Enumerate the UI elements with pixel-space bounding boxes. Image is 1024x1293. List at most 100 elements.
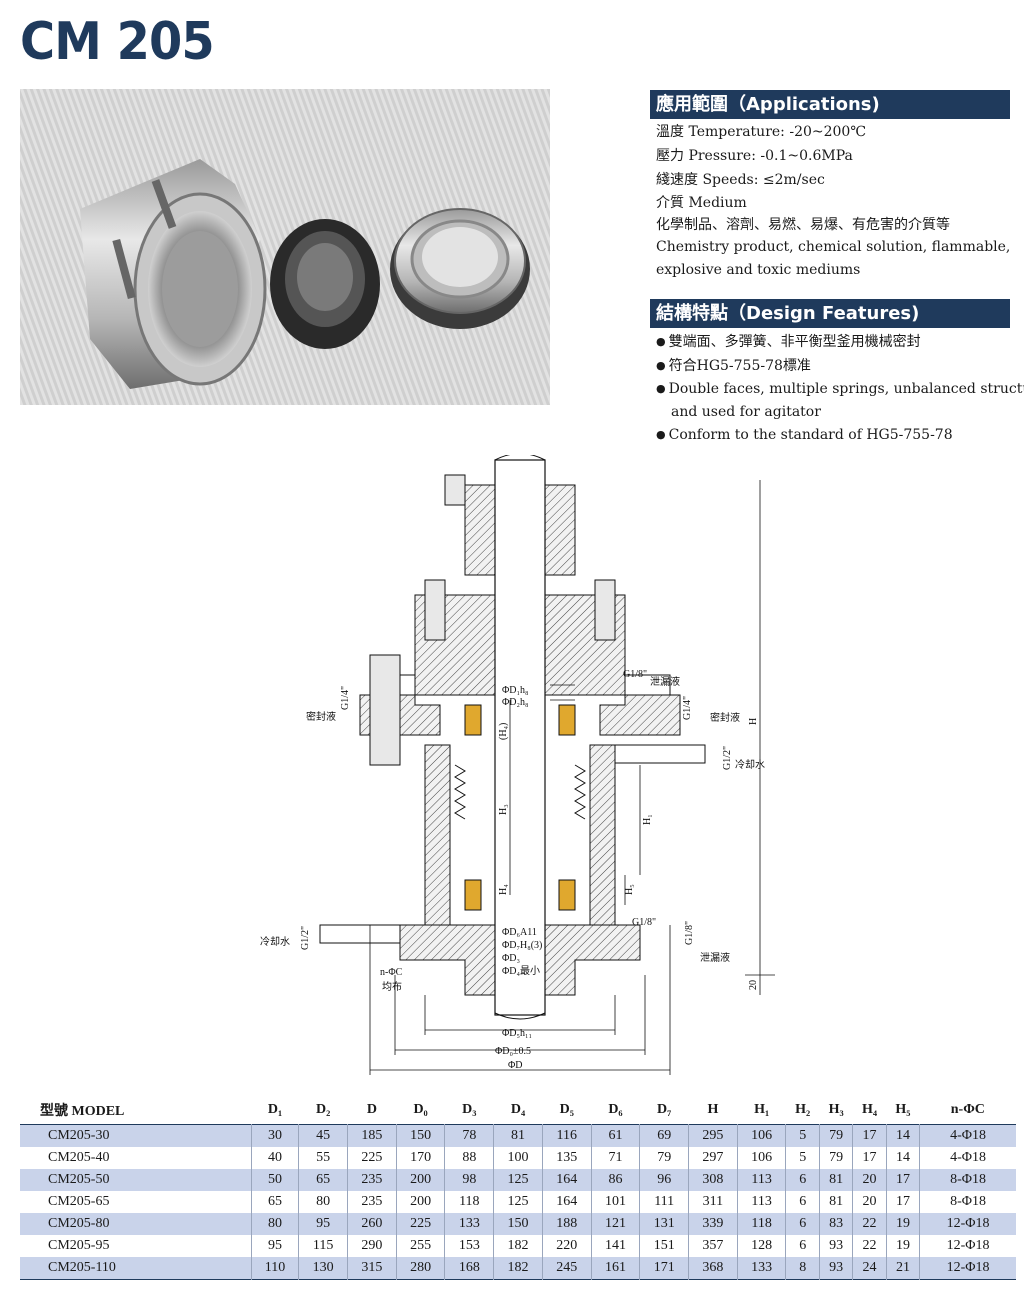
label-g14-left: G1/4" — [340, 686, 351, 710]
table-cell: 225 — [347, 1147, 397, 1169]
label-n-phi-c: n-ΦC — [380, 967, 403, 978]
col-h1: H₁ — [754, 1102, 770, 1117]
label-h1: H₁ — [642, 814, 653, 825]
col-h3: H₃ — [828, 1102, 844, 1117]
cross-section-drawing: G1/8" 泄漏液 密封液 G1/4" 密封液 G1/4" 冷却水 G1/2" … — [240, 453, 800, 1080]
table-cell: 96 — [639, 1169, 689, 1191]
table-cell: 225 — [395, 1213, 445, 1235]
table-cell: 153 — [444, 1235, 494, 1257]
product-title: CM 205 — [20, 12, 215, 72]
table-cell: 17 — [885, 1191, 920, 1213]
table-cell: 171 — [639, 1257, 689, 1280]
table-cell: 290 — [347, 1235, 397, 1257]
label-h4b: H₄ — [498, 884, 509, 895]
table-cell: 260 — [347, 1213, 397, 1235]
label-20: 20 — [748, 980, 759, 990]
label-g12-right: G1/2" — [722, 746, 733, 770]
table-cell: 95 — [250, 1235, 299, 1257]
table-cell: 339 — [688, 1213, 738, 1235]
label-d4: ΦD₄最小 — [502, 965, 540, 977]
table-cell: 182 — [493, 1257, 543, 1280]
table-cell: 83 — [818, 1213, 853, 1235]
table-cell: 308 — [688, 1169, 738, 1191]
table-cell: 19 — [885, 1213, 920, 1235]
table-cell: 12-Φ18 — [919, 1257, 1016, 1280]
label-g18-top: G1/8" — [623, 669, 647, 680]
table-cell: 164 — [541, 1191, 592, 1213]
label-d0: ΦD₀±0.5 — [495, 1046, 531, 1057]
table-cell: 8 — [785, 1257, 820, 1280]
col-h2: H₂ — [795, 1102, 811, 1117]
table-cell: 118 — [444, 1191, 494, 1213]
col-d4: D₄ — [510, 1102, 526, 1117]
table-cell: 115 — [298, 1235, 348, 1257]
label-h4a: (H₄) — [498, 723, 509, 740]
table-cell-model: CM205-80 — [20, 1213, 252, 1235]
label-g14-right: G1/4" — [682, 696, 693, 720]
col-d2: D₂ — [316, 1102, 331, 1117]
col-d3: D₃ — [462, 1102, 477, 1117]
table-cell-model: CM205-95 — [20, 1235, 252, 1257]
table-cell: 245 — [541, 1257, 592, 1280]
table-cell: 81 — [818, 1191, 853, 1213]
table-cell: 182 — [493, 1235, 543, 1257]
table-cell: 200 — [395, 1169, 445, 1191]
table-cell: 93 — [818, 1235, 853, 1257]
col-nphic: n-ΦC — [950, 1102, 985, 1117]
app-temperature: 溫度 Temperature: -20~200℃ — [656, 124, 866, 140]
table-cell: 19 — [885, 1235, 920, 1257]
col-d1: D₁ — [267, 1102, 283, 1117]
col-model: 型號 MODEL — [40, 1104, 125, 1119]
table-cell: 4-Φ18 — [919, 1124, 1016, 1147]
table-cell: 40 — [250, 1147, 299, 1169]
table-cell: 6 — [785, 1169, 820, 1191]
table-cell: 81 — [818, 1169, 853, 1191]
table-cell: 17 — [852, 1147, 887, 1169]
col-h4: H₄ — [861, 1102, 878, 1117]
table-cell: 20 — [852, 1191, 887, 1213]
table-cell: 295 — [688, 1124, 738, 1147]
table-cell: 125 — [493, 1191, 543, 1213]
table-cell: 14 — [885, 1124, 920, 1147]
col-h: H — [707, 1102, 719, 1117]
table-cell: 297 — [688, 1147, 738, 1169]
label-h3: H₃ — [498, 804, 509, 815]
table-cell: 200 — [395, 1191, 445, 1213]
table-cell: 170 — [395, 1147, 445, 1169]
table-cell: 164 — [541, 1169, 592, 1191]
feature-item-3-cont: and used for agitator — [671, 404, 821, 420]
table-cell: 20 — [852, 1169, 887, 1191]
label-d5: ΦD₅h₁₁ — [502, 1028, 532, 1039]
table-cell: 45 — [298, 1124, 348, 1147]
table-cell: 12-Φ18 — [919, 1213, 1016, 1235]
table-cell: 65 — [298, 1169, 348, 1191]
feature-item-2: 符合HG5-755-78標准 — [656, 357, 811, 376]
table-cell: 61 — [590, 1124, 640, 1147]
table-cell: 50 — [250, 1169, 299, 1191]
table-cell: 116 — [541, 1124, 592, 1147]
table-cell: 151 — [639, 1235, 689, 1257]
table-cell: 131 — [639, 1213, 689, 1235]
label-h: H — [748, 718, 759, 725]
label-leak-bottom: 泄漏液 — [700, 951, 730, 964]
col-d: D — [366, 1102, 377, 1117]
label-cool-left: 冷却水 — [260, 935, 290, 948]
table-cell: 17 — [885, 1169, 920, 1191]
label-h5: H₅ — [624, 884, 635, 895]
app-medium-en-1: Chemistry product, chemical solution, fl… — [656, 239, 1011, 255]
table-cell: 6 — [785, 1235, 820, 1257]
label-d1: ΦD₁h₈ — [502, 685, 529, 696]
label-d6: ΦD₆A11 — [502, 927, 537, 938]
table-cell: 88 — [444, 1147, 494, 1169]
table-cell: 98 — [444, 1169, 494, 1191]
label-even: 均布 — [382, 981, 402, 993]
table-cell: 130 — [298, 1257, 348, 1280]
table-cell: 141 — [590, 1235, 640, 1257]
table-cell: 69 — [639, 1124, 689, 1147]
table-cell: 71 — [590, 1147, 640, 1169]
table-cell: 235 — [347, 1191, 397, 1213]
